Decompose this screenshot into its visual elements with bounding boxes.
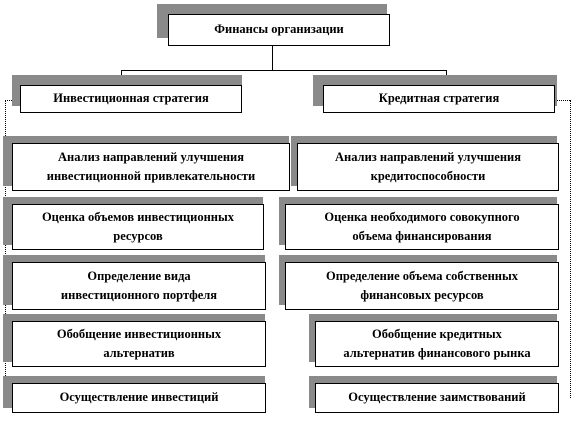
credit-strategy-label: Кредитная стратегия (378, 91, 500, 106)
root-label: Финансы организации (214, 22, 344, 37)
root-node: Финансы организации (168, 14, 390, 46)
left-item-5: Осуществление инвестиций (12, 383, 266, 413)
right-item-5: Осуществление заимствований (315, 383, 559, 413)
right-spine-top (554, 100, 570, 101)
credit-strategy-node: Кредитная стратегия (323, 85, 555, 113)
investment-strategy-node: Инвестиционная стратегия (20, 85, 242, 113)
right-spine (570, 100, 571, 398)
investment-strategy-label: Инвестиционная стратегия (53, 91, 209, 106)
root-stem (272, 45, 273, 70)
branch-bar (121, 70, 446, 71)
left-spine (5, 100, 6, 398)
